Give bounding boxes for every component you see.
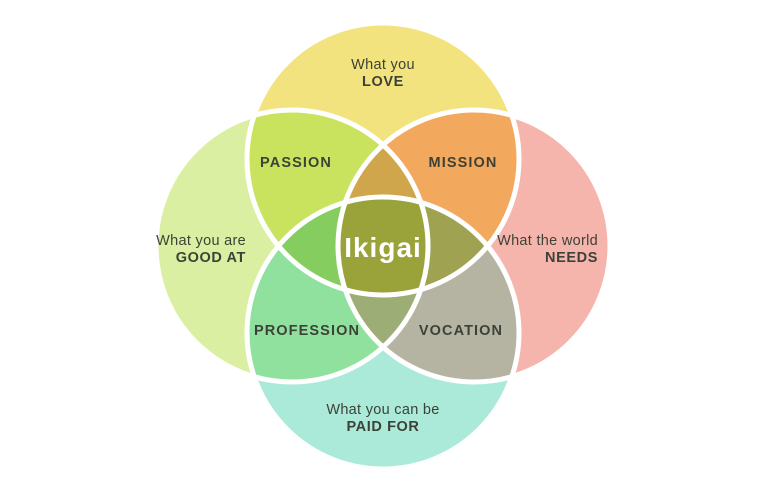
triple-overlap-bottom [338,197,428,382]
label-ikigai-center: Ikigai [344,232,422,263]
circle-outline-needs [335,107,613,385]
triple-overlap-top [338,110,428,295]
label-good-at-line2: GOOD AT [176,250,246,266]
label-vocation: VOCATION [419,323,503,339]
label-mission: MISSION [429,155,498,171]
label-good-at-line1: What you are [156,233,246,249]
triple-overlap-left [247,197,428,295]
label-paid-for-line2: PAID FOR [346,419,419,435]
label-needs-line2: NEEDS [545,250,598,266]
label-needs-line1: What the world [497,233,598,249]
label-passion: PASSION [260,155,332,171]
circle-outline-good-at [153,107,431,385]
circle-outline-love [244,20,522,298]
label-paid-for-line1: What you can be [326,402,439,418]
circle-outline-paid-for [244,194,522,472]
label-profession: PROFESSION [254,323,360,339]
label-love-line1: What you [351,57,415,73]
triple-overlap-right [338,197,519,295]
label-love-line2: LOVE [362,74,404,90]
